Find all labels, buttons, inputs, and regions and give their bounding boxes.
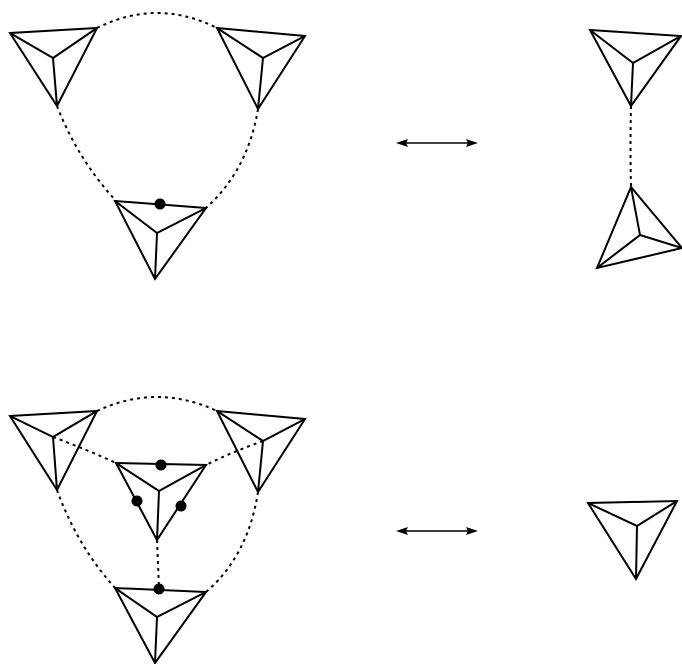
row-1 (8, 12, 682, 281)
row-2-equivalence-arrow (396, 527, 478, 535)
row-2 (8, 396, 679, 664)
tetrahedron-projection (586, 499, 679, 581)
tetrahedron-projection (113, 199, 208, 281)
tetrahedron-projection (595, 185, 682, 270)
row-1-equivalence-arrow (396, 139, 478, 147)
dashed-edge (629, 105, 632, 188)
tetrahedron-projection (215, 26, 307, 112)
marked-vertex (131, 495, 143, 507)
tetrahedron-projection (114, 461, 208, 542)
dashed-edge (56, 105, 118, 203)
marked-vertex (153, 583, 165, 595)
dashed-edge (156, 539, 160, 589)
dashed-edge (96, 396, 218, 412)
marked-vertex (175, 500, 187, 512)
tetrahedron-projection (113, 586, 208, 664)
tetrahedron-projection (588, 28, 682, 108)
marked-vertex (155, 459, 167, 471)
row-1-right-graph (588, 28, 682, 270)
tetrahedron-projection (215, 409, 307, 495)
dashed-edge (56, 489, 118, 591)
dashed-edge (52, 436, 117, 464)
row-2-left-graph (8, 396, 307, 664)
dashed-edge (205, 108, 259, 209)
dashed-edge (205, 440, 264, 466)
dashed-edge (96, 12, 218, 29)
row-1-left-graph (8, 12, 307, 281)
tetrahedron-projection (8, 409, 99, 493)
marked-vertex (154, 198, 166, 210)
tetrahedron-projection (8, 26, 99, 108)
row-2-right-graph (586, 499, 679, 581)
dashed-edge (205, 491, 259, 593)
